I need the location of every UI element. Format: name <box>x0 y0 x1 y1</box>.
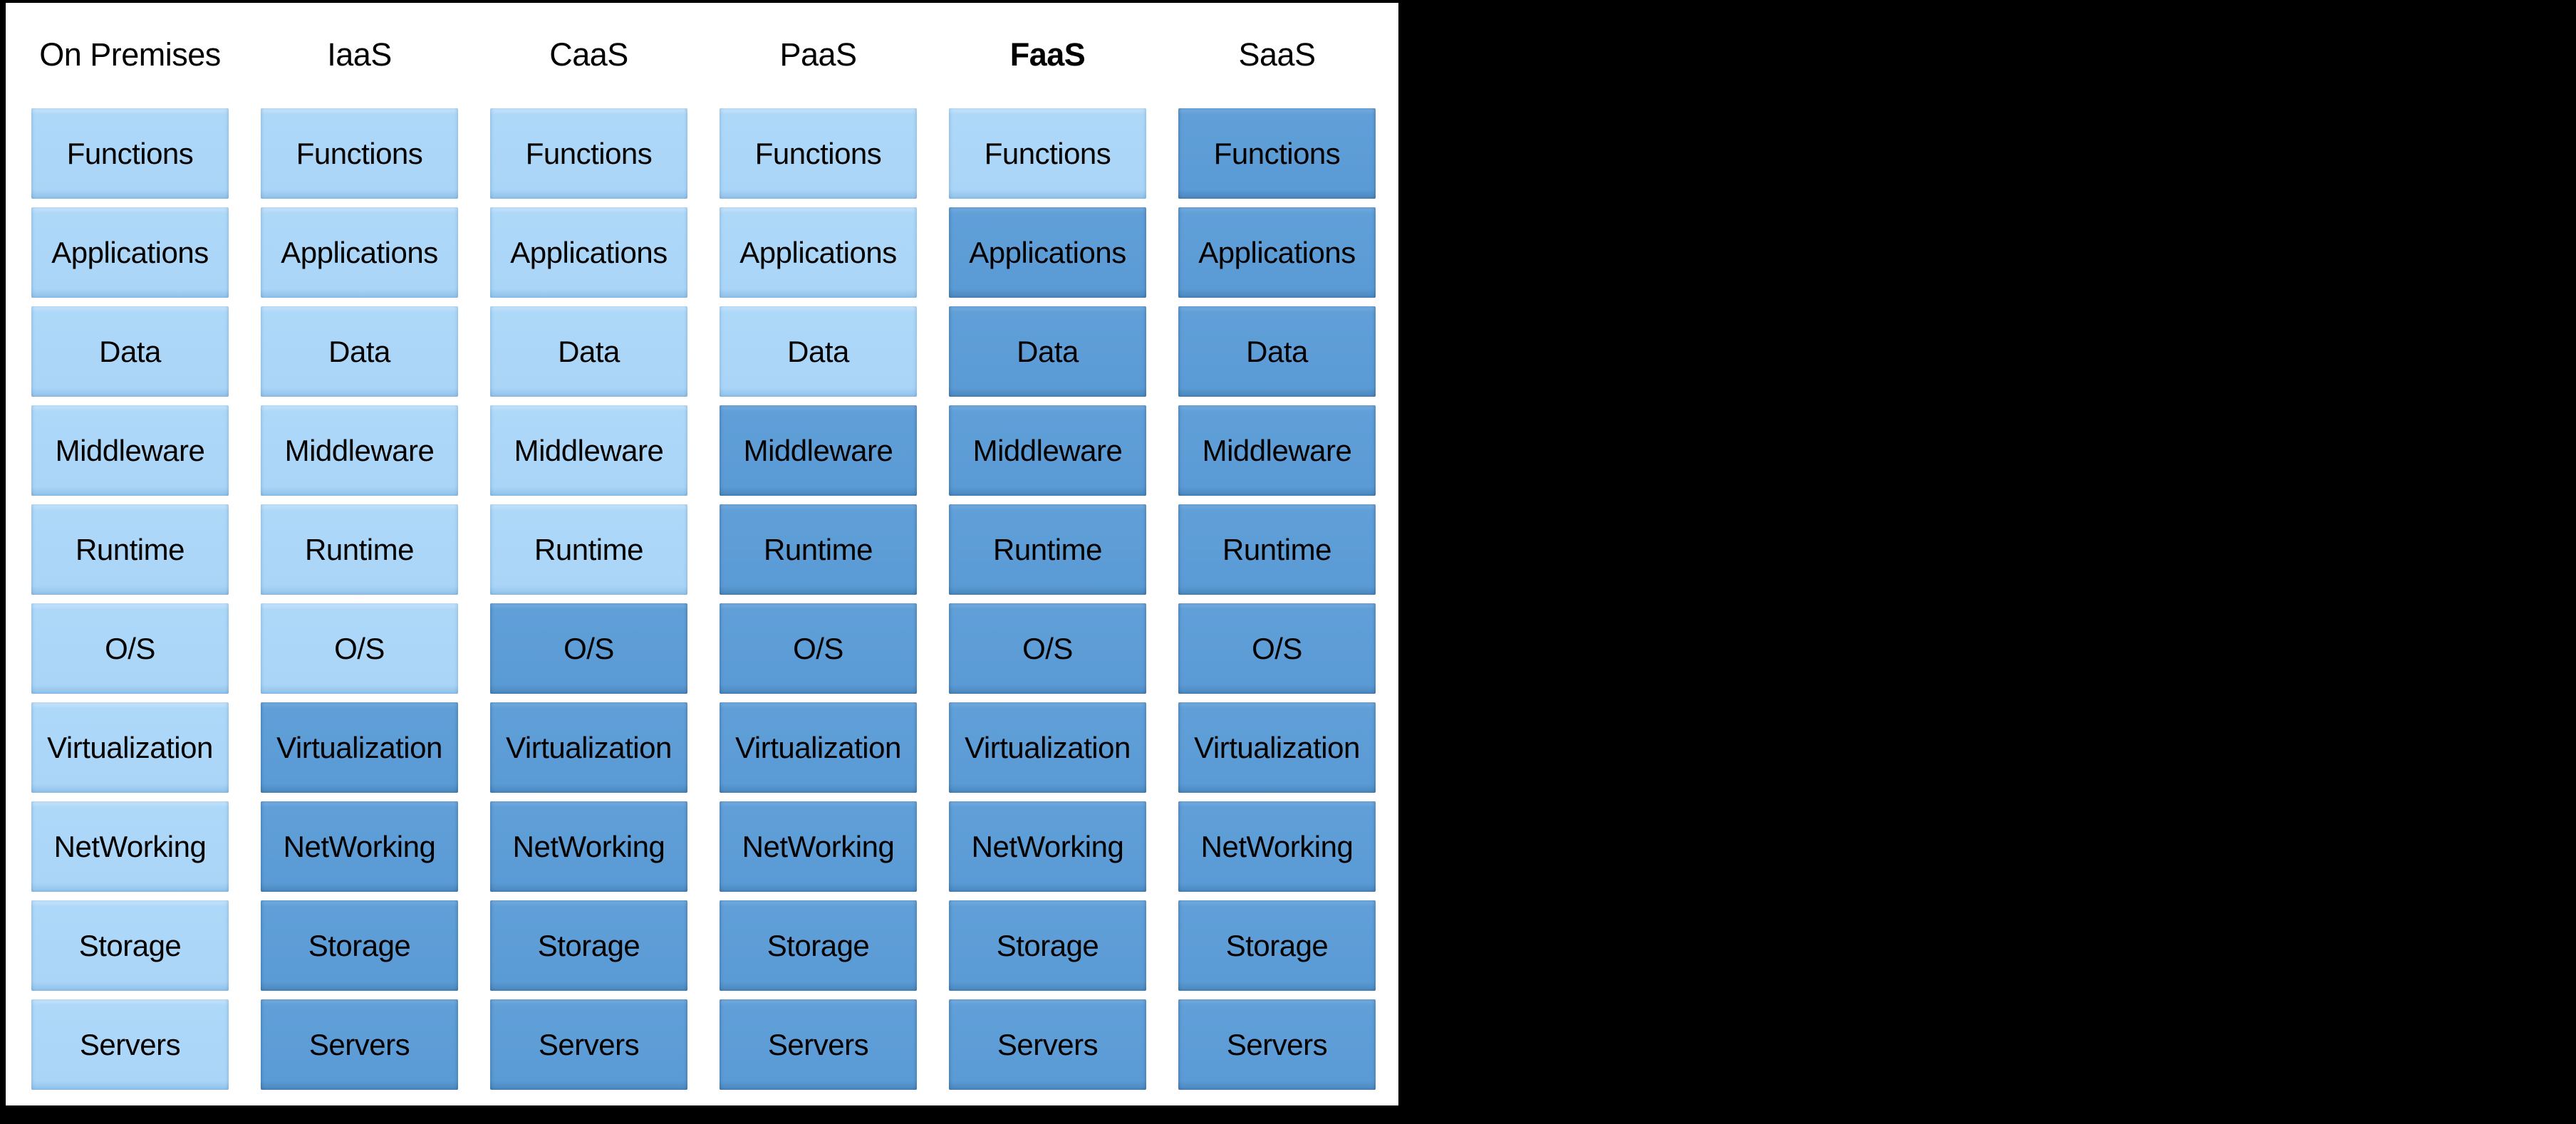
cell-on-premises-runtime: Runtime <box>31 504 229 595</box>
cell-saas-storage: Storage <box>1178 900 1376 991</box>
cell-faas-servers: Servers <box>949 999 1146 1090</box>
diagram-canvas: On Premises IaaS CaaS PaaS FaaS SaaS Functions… <box>6 3 1398 1105</box>
cell-iaas-o-s: O/S <box>261 603 458 694</box>
cell-faas-data: Data <box>949 306 1146 397</box>
service-models-grid: On Premises IaaS CaaS PaaS FaaS SaaS Functions… <box>31 10 1376 1090</box>
cell-on-premises-applications: Applications <box>31 207 229 298</box>
cell-faas-functions: Functions <box>949 108 1146 199</box>
column-header-on-premises: On Premises <box>39 36 221 73</box>
cell-faas-applications: Applications <box>949 207 1146 298</box>
cell-on-premises-functions: Functions <box>31 108 229 199</box>
cell-faas-middleware: Middleware <box>949 405 1146 496</box>
cell-saas-runtime: Runtime <box>1178 504 1376 595</box>
cell-iaas-runtime: Runtime <box>261 504 458 595</box>
column-header-faas: FaaS <box>1009 36 1086 73</box>
cell-caas-o-s: O/S <box>490 603 687 694</box>
cell-saas-virtualization: Virtualization <box>1178 702 1376 793</box>
cell-on-premises-virtualization: Virtualization <box>31 702 229 793</box>
cell-caas-servers: Servers <box>490 999 687 1090</box>
cell-saas-servers: Servers <box>1178 999 1376 1090</box>
cell-on-premises-servers: Servers <box>31 999 229 1090</box>
cell-saas-data: Data <box>1178 306 1376 397</box>
cell-paas-virtualization: Virtualization <box>720 702 917 793</box>
cell-iaas-data: Data <box>261 306 458 397</box>
cell-iaas-middleware: Middleware <box>261 405 458 496</box>
cell-paas-applications: Applications <box>720 207 917 298</box>
cell-paas-middleware: Middleware <box>720 405 917 496</box>
cell-on-premises-o-s: O/S <box>31 603 229 694</box>
cell-caas-data: Data <box>490 306 687 397</box>
cell-faas-networking: NetWorking <box>949 801 1146 892</box>
cell-saas-functions: Functions <box>1178 108 1376 199</box>
cell-paas-servers: Servers <box>720 999 917 1090</box>
cell-paas-functions: Functions <box>720 108 917 199</box>
cell-faas-runtime: Runtime <box>949 504 1146 595</box>
cell-paas-networking: NetWorking <box>720 801 917 892</box>
cell-caas-runtime: Runtime <box>490 504 687 595</box>
cell-caas-networking: NetWorking <box>490 801 687 892</box>
cell-saas-applications: Applications <box>1178 207 1376 298</box>
cell-iaas-networking: NetWorking <box>261 801 458 892</box>
column-header-caas: CaaS <box>549 36 628 73</box>
cell-saas-networking: NetWorking <box>1178 801 1376 892</box>
cell-on-premises-storage: Storage <box>31 900 229 991</box>
cell-caas-middleware: Middleware <box>490 405 687 496</box>
cell-paas-o-s: O/S <box>720 603 917 694</box>
cell-saas-o-s: O/S <box>1178 603 1376 694</box>
cell-caas-storage: Storage <box>490 900 687 991</box>
cell-iaas-virtualization: Virtualization <box>261 702 458 793</box>
column-header-paas: PaaS <box>779 36 857 73</box>
column-header-iaas: IaaS <box>327 36 392 73</box>
cell-faas-virtualization: Virtualization <box>949 702 1146 793</box>
cell-paas-storage: Storage <box>720 900 917 991</box>
column-header-saas: SaaS <box>1238 36 1316 73</box>
cell-on-premises-networking: NetWorking <box>31 801 229 892</box>
cell-paas-data: Data <box>720 306 917 397</box>
cell-iaas-applications: Applications <box>261 207 458 298</box>
cell-faas-o-s: O/S <box>949 603 1146 694</box>
cell-caas-applications: Applications <box>490 207 687 298</box>
cell-caas-functions: Functions <box>490 108 687 199</box>
cell-paas-runtime: Runtime <box>720 504 917 595</box>
cell-on-premises-data: Data <box>31 306 229 397</box>
cell-iaas-storage: Storage <box>261 900 458 991</box>
cell-iaas-functions: Functions <box>261 108 458 199</box>
cell-saas-middleware: Middleware <box>1178 405 1376 496</box>
cell-caas-virtualization: Virtualization <box>490 702 687 793</box>
cell-faas-storage: Storage <box>949 900 1146 991</box>
cell-iaas-servers: Servers <box>261 999 458 1090</box>
cell-on-premises-middleware: Middleware <box>31 405 229 496</box>
